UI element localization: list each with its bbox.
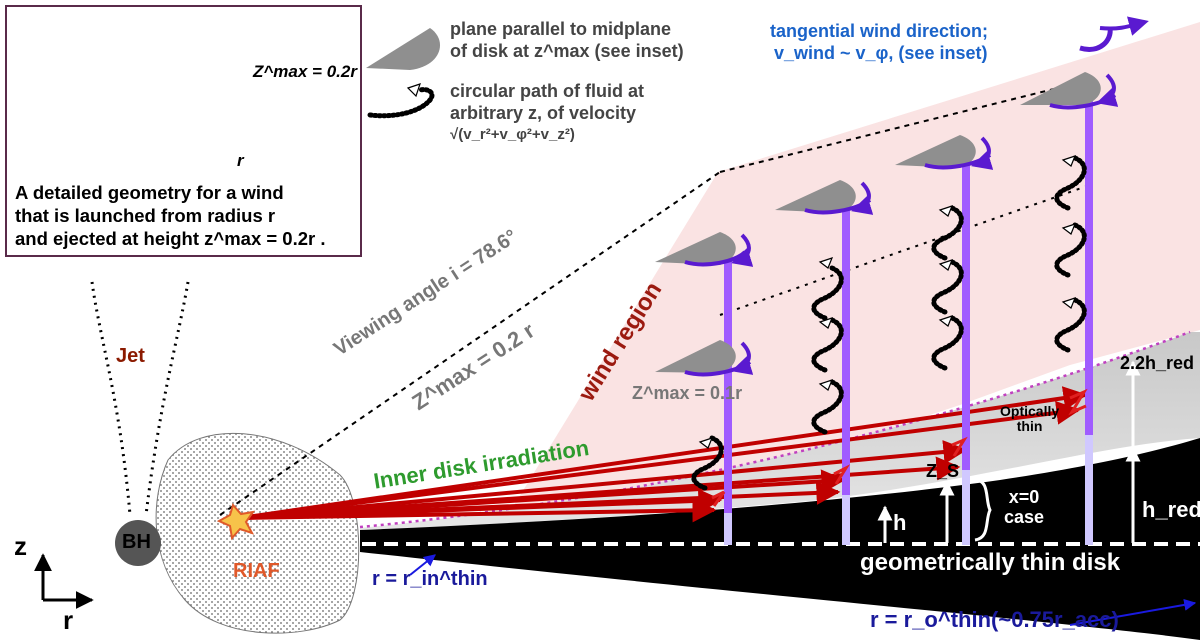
inset-zmax-label: Z^max = 0.2r bbox=[253, 62, 357, 81]
legend-plane-text: plane parallel to midplane of disk at z^… bbox=[450, 18, 684, 62]
jet-right-edge bbox=[144, 281, 190, 516]
legend-plane-icon bbox=[366, 28, 441, 70]
r-in-thin-arrow bbox=[409, 554, 436, 576]
circular-path bbox=[811, 379, 844, 435]
wind-column bbox=[1085, 90, 1093, 435]
legend-path-line2: arbitrary z, of velocity bbox=[450, 103, 637, 123]
circular-path bbox=[1054, 222, 1087, 278]
irradiation-ray bbox=[239, 498, 717, 523]
circular-path bbox=[811, 317, 844, 373]
irradiation-ray bbox=[239, 386, 1088, 520]
bh-label: BH bbox=[122, 531, 151, 553]
wind-plane-cone bbox=[655, 232, 749, 265]
r-axis-label: r bbox=[63, 605, 74, 635]
inset-caption-line: A detailed geometry for a wind bbox=[15, 182, 284, 203]
wind-column-base bbox=[724, 513, 732, 545]
wind-column-base bbox=[842, 495, 850, 545]
legend-plane-line2: of disk at z^max (see inset) bbox=[450, 41, 684, 61]
geometrically-thin-label: geometrically thin disk bbox=[860, 549, 1121, 576]
jet-label: Jet bbox=[116, 345, 145, 367]
inset-panel: Z^max = 0.2r r BH A detailed geometry fo… bbox=[5, 5, 362, 257]
jet-left-edge bbox=[90, 281, 132, 516]
zmax-02r-sightline bbox=[719, 79, 1091, 173]
r-in-thin-label: r = r_in^thin bbox=[372, 568, 488, 590]
legend-tangential-icon bbox=[1079, 16, 1149, 52]
legend-path-icon bbox=[367, 83, 435, 119]
heating-markers bbox=[711, 388, 1088, 507]
circular-path bbox=[1054, 297, 1087, 353]
x0-brace bbox=[974, 478, 992, 542]
inset-caption-line: and ejected at height z^max = 0.2r . bbox=[15, 228, 326, 249]
irradiation-rays bbox=[239, 386, 1088, 523]
zmax-01r-label: Z^max = 0.1r bbox=[632, 383, 743, 403]
inset-caption-line: that is launched from radius r bbox=[15, 205, 276, 226]
optically-thin-label: Optically thin bbox=[1000, 403, 1060, 435]
circular-path bbox=[931, 205, 964, 261]
legend-path-text: circular path of fluid at arbitrary z, o… bbox=[450, 80, 644, 146]
hred-label: h_red bbox=[1142, 497, 1200, 522]
circular-paths bbox=[691, 155, 1087, 491]
legend-tangential-line2: v_wind ~ v_φ, (see inset) bbox=[774, 43, 988, 63]
irradiation-ray bbox=[239, 400, 1081, 520]
wind-column-base bbox=[962, 470, 970, 545]
wind-region-area bbox=[505, 22, 1200, 520]
wind-column bbox=[842, 195, 850, 495]
r-o-thin-arrow bbox=[1069, 598, 1197, 626]
riaf-region bbox=[155, 432, 360, 634]
circular-path bbox=[1054, 155, 1087, 211]
circular-path bbox=[811, 265, 844, 321]
optically-thin-line2: thin bbox=[1016, 418, 1043, 435]
optically-thin-layer bbox=[360, 332, 1200, 530]
viewing-angle-line bbox=[219, 171, 721, 516]
wind-plane-cone bbox=[1020, 72, 1115, 107]
inset-caption: A detailed geometry for a wind that is l… bbox=[15, 181, 357, 250]
wind-column bbox=[962, 150, 970, 470]
x0-case-label: x=0 case bbox=[1004, 487, 1045, 528]
wind-planes bbox=[655, 72, 1115, 374]
circular-path bbox=[931, 259, 964, 315]
x0-line1: x=0 bbox=[1008, 487, 1040, 507]
legend-tangential-line1: tangential wind direction; bbox=[770, 21, 989, 41]
irradiation-ray bbox=[239, 480, 841, 520]
irradiation-ray bbox=[239, 456, 961, 520]
h-label: h bbox=[893, 510, 907, 535]
legend-path-line3: √(v_r²+v_φ²+v_z²) bbox=[450, 126, 575, 143]
inset-r-label: r bbox=[237, 151, 244, 170]
black-hole bbox=[115, 520, 161, 566]
circular-path bbox=[691, 435, 724, 491]
circular-path bbox=[931, 315, 964, 371]
wind-column-base bbox=[1085, 435, 1093, 545]
zs-label: Z_S bbox=[926, 461, 960, 481]
irradiation-source-star bbox=[216, 502, 256, 541]
x0-line2: case bbox=[1004, 506, 1045, 527]
z-axis-label: z bbox=[14, 531, 27, 561]
wind-plane-cone bbox=[895, 135, 990, 168]
optically-thin-line1: Optically bbox=[1000, 403, 1060, 419]
hred-22-label: 2.2h_red bbox=[1120, 353, 1195, 373]
r-o-thin-label: r = r_o^thin(~0.75r_acc) bbox=[870, 607, 1119, 632]
wind-plane-cone bbox=[655, 340, 750, 374]
legend-path-line1: circular path of fluid at bbox=[450, 81, 645, 101]
inset-bh-label: BH bbox=[151, 135, 165, 146]
legend-plane-line1: plane parallel to midplane bbox=[450, 19, 672, 39]
riaf-label: RIAF bbox=[233, 560, 280, 582]
circular-path-heads bbox=[698, 155, 1077, 449]
thin-disk bbox=[360, 438, 1200, 640]
wind-base-dotted-line bbox=[359, 330, 1191, 529]
legend-tangential-text: tangential wind direction; v_wind ~ v_φ,… bbox=[770, 20, 988, 64]
wind-plane-cone bbox=[775, 180, 870, 213]
height-arrows bbox=[877, 360, 1141, 543]
zmax-01r-sightline bbox=[719, 184, 1091, 316]
